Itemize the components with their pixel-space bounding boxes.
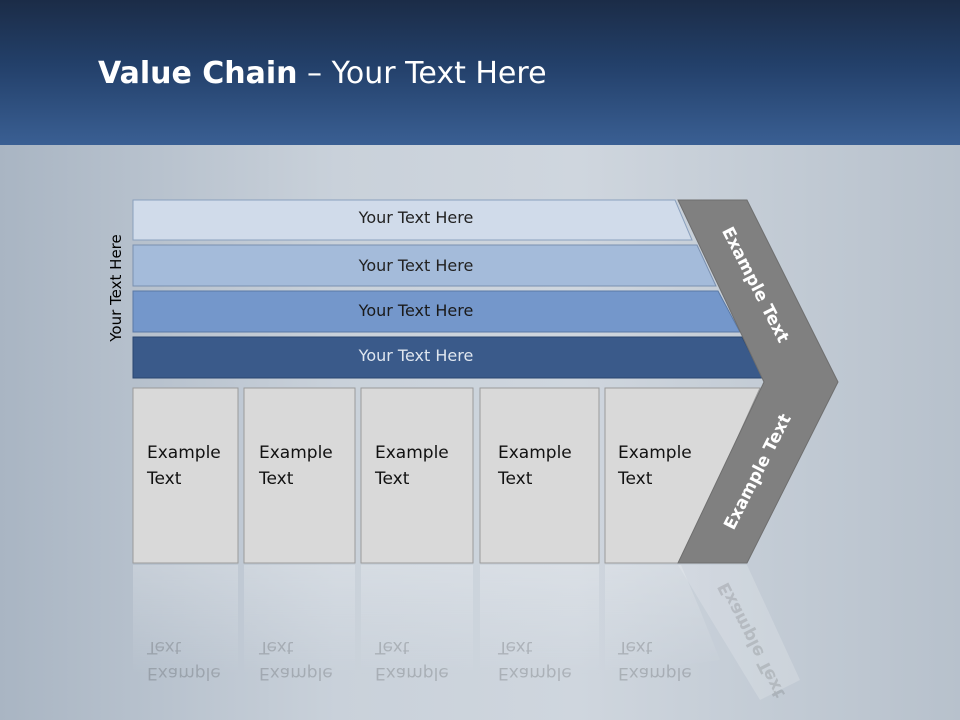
chevron-reflection — [678, 565, 800, 700]
band-label-4: Your Text Here — [358, 346, 474, 365]
reflection-group — [133, 565, 720, 675]
activity-box-4 — [479, 387, 600, 564]
activity-label-4-reflection: Example Text — [498, 637, 572, 683]
band-label-2: Your Text Here — [358, 256, 474, 275]
band-label-3: Your Text Here — [358, 301, 474, 320]
activity-box-2 — [243, 387, 356, 564]
title-rest: – Your Text Here — [297, 56, 547, 91]
margin-chevron — [677, 199, 839, 564]
activity-label-4: Example Text — [498, 443, 572, 489]
page-title: Value Chain – Your Text Here — [98, 54, 547, 94]
activity-label-3-reflection: Example Text — [375, 637, 449, 683]
title-bold: Value Chain — [98, 56, 298, 91]
activity-box-1 — [132, 387, 239, 564]
activity-box-3 — [360, 387, 474, 564]
activity-label-2: Example Text — [259, 443, 333, 489]
activity-label-5-reflection: Example Text — [618, 637, 692, 683]
band-1 — [132, 199, 693, 241]
activity-label-1-reflection: Example Text — [147, 637, 221, 683]
activity-label-3: Example Text — [375, 443, 449, 489]
activity-label-2-reflection: Example Text — [259, 637, 333, 683]
band-label-1: Your Text Here — [358, 208, 474, 227]
activity-label-5: Example Text — [618, 443, 692, 489]
band-2 — [132, 244, 717, 287]
activity-label-1: Example Text — [147, 443, 221, 489]
header-bar — [0, 0, 960, 145]
